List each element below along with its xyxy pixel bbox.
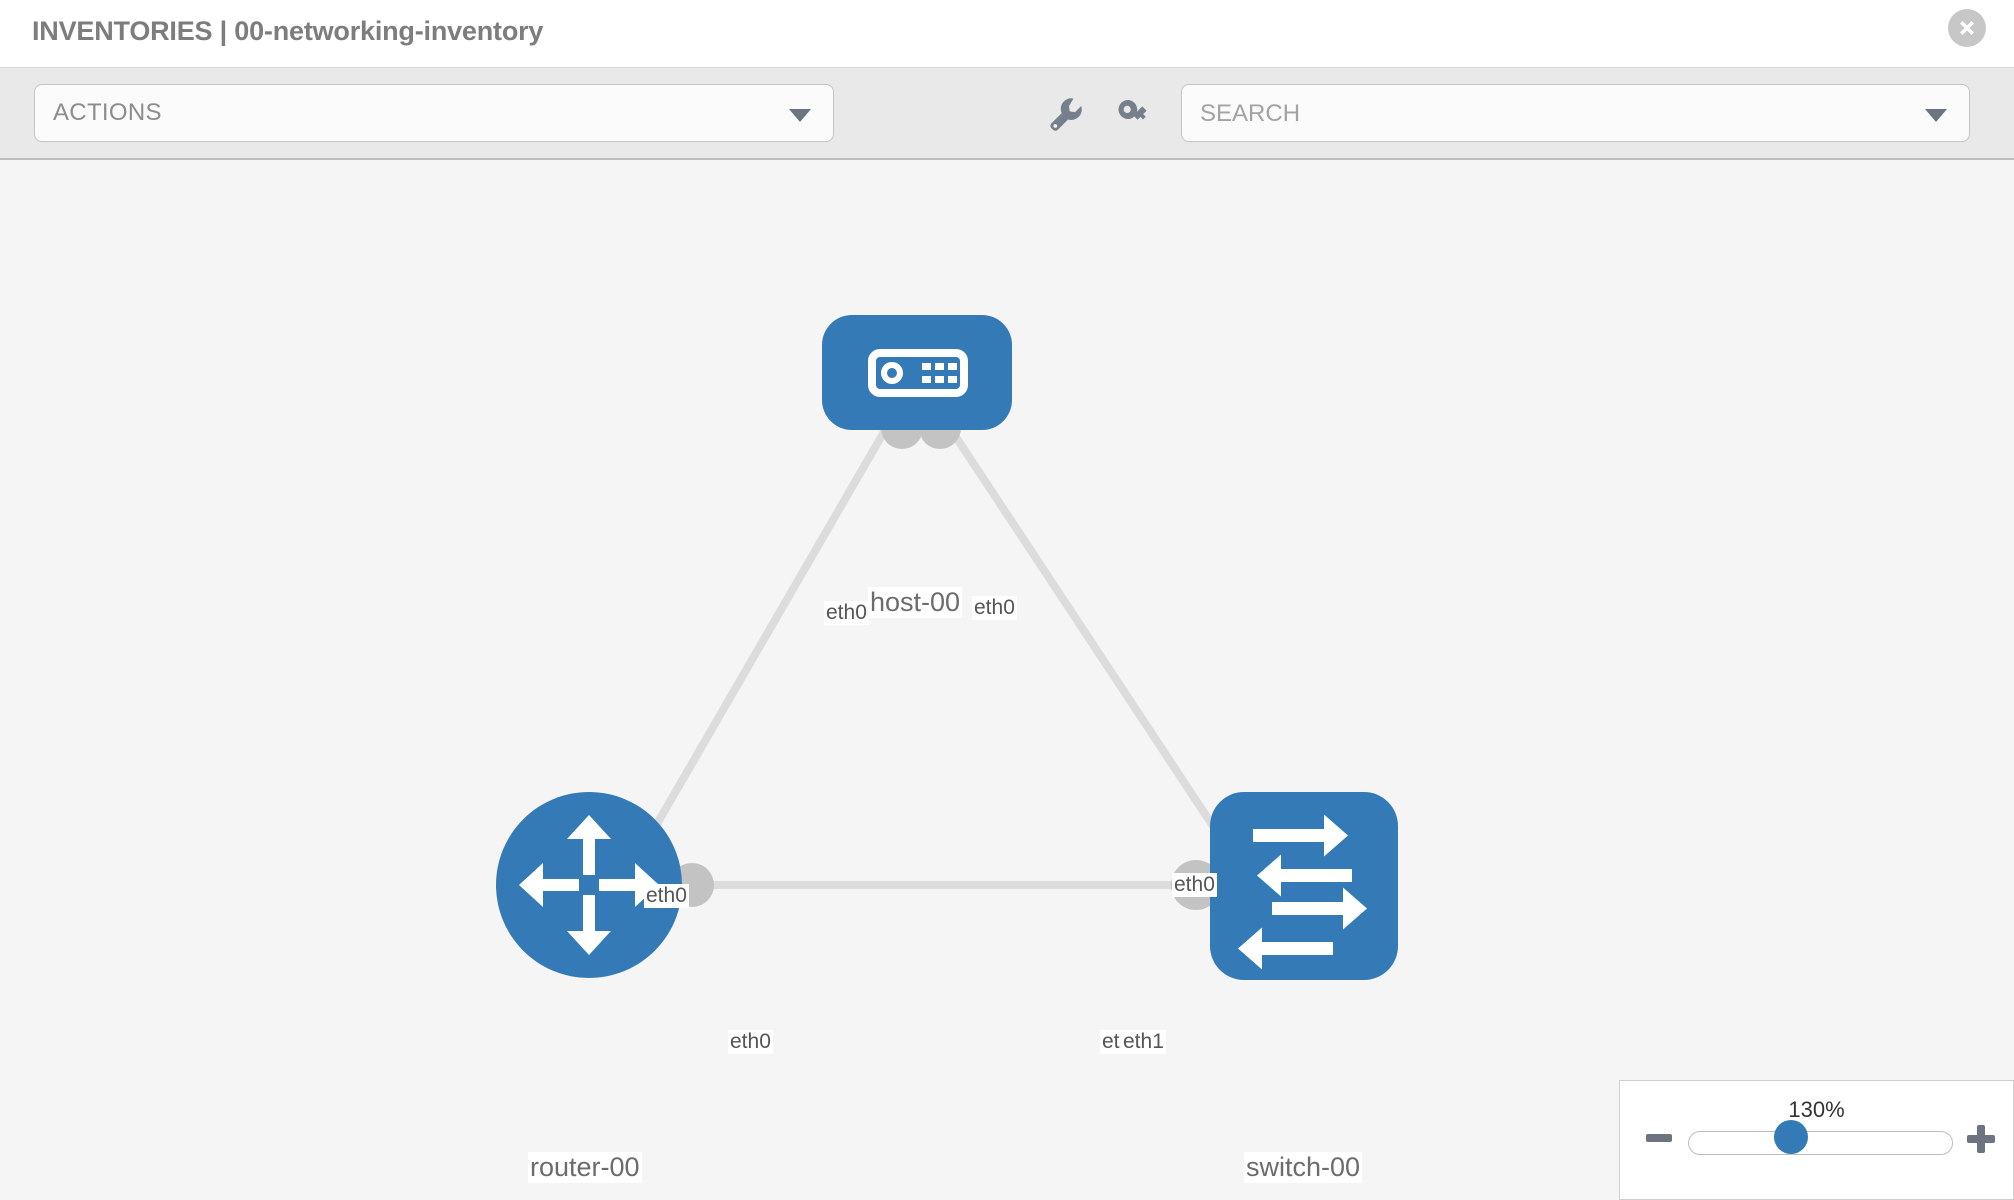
interface-label: eth0 xyxy=(1172,873,1217,897)
server-icon xyxy=(868,349,968,397)
minus-icon[interactable] xyxy=(1646,1125,1672,1156)
link-host-switch[interactable] xyxy=(944,422,1246,873)
close-icon[interactable] xyxy=(1948,9,1986,47)
interface-label: eth1 xyxy=(1121,1030,1166,1054)
page-title: INVENTORIES | 00-networking-inventory xyxy=(32,16,544,46)
key-icon[interactable] xyxy=(1110,90,1156,136)
chevron-down-icon xyxy=(789,109,811,122)
topology-canvas[interactable]: eth0 eth0 eth0 eth0 eth0 eth eth1 host-0… xyxy=(0,160,2014,1200)
wrench-icon[interactable] xyxy=(1042,90,1088,136)
interface-label: eth0 xyxy=(728,1030,773,1054)
node-label-router-00: router-00 xyxy=(528,1152,642,1183)
actions-dropdown-label: ACTIONS xyxy=(53,99,162,126)
chevron-down-icon[interactable] xyxy=(1925,109,1947,122)
topology-graph xyxy=(496,315,1398,980)
topology-node-router-00[interactable] xyxy=(496,792,682,978)
interface-label: eth0 xyxy=(644,884,689,908)
search-box[interactable] xyxy=(1181,84,1970,142)
search-input[interactable] xyxy=(1198,96,1902,132)
node-label-switch-00: switch-00 xyxy=(1244,1152,1363,1183)
plus-icon[interactable] xyxy=(1967,1125,1995,1158)
zoom-percent-label: 130% xyxy=(1788,1097,1845,1122)
endpoint-markers xyxy=(670,407,1263,910)
actions-dropdown[interactable]: ACTIONS xyxy=(34,84,834,142)
switch-arrows-icon xyxy=(1238,814,1367,970)
topology-node-switch-00[interactable] xyxy=(1210,792,1398,980)
interface-label: eth0 xyxy=(972,596,1017,620)
zoom-control: 130% xyxy=(1619,1080,2014,1200)
zoom-slider-track[interactable] xyxy=(1688,1131,1953,1155)
zoom-slider-thumb[interactable] xyxy=(1774,1120,1808,1154)
topology-toolbar: ACTIONS xyxy=(0,68,2014,160)
topology-node-host-00[interactable] xyxy=(822,315,1012,430)
interface-label: eth0 xyxy=(824,601,869,625)
node-label-host-00: host-00 xyxy=(868,587,963,618)
page-header: INVENTORIES | 00-networking-inventory xyxy=(0,0,2014,68)
